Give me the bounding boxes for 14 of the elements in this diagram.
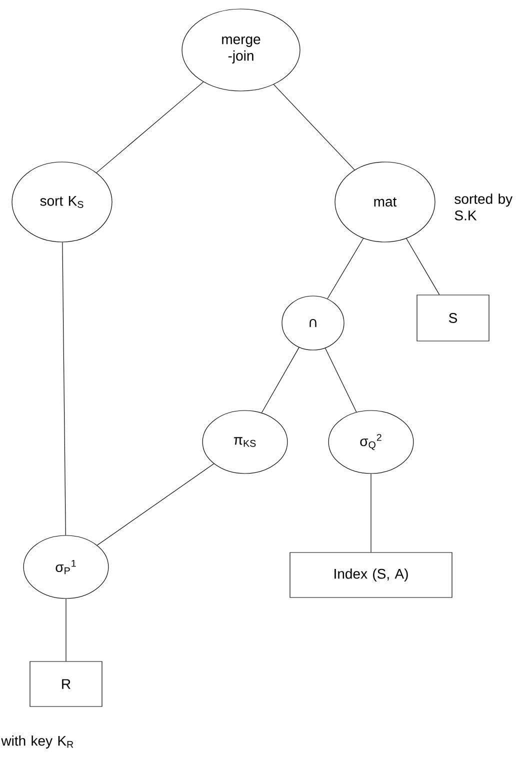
- connector-line: [273, 84, 355, 170]
- relation-box: R: [30, 661, 102, 707]
- connector-line: [370, 474, 372, 552]
- relation-box: Index (S, A): [290, 552, 452, 598]
- connector-line: [324, 348, 357, 412]
- connector-line: [327, 238, 364, 300]
- connector-line: [96, 82, 204, 173]
- connector-line: [261, 347, 300, 414]
- annotation-text: sorted by S.K: [454, 194, 513, 220]
- connector-line: [96, 463, 214, 546]
- connector-line: [62, 242, 66, 536]
- connector-line: [406, 238, 440, 295]
- annotation-text: with key K$_{R}$: [1, 735, 74, 749]
- relation-box: S: [416, 294, 490, 342]
